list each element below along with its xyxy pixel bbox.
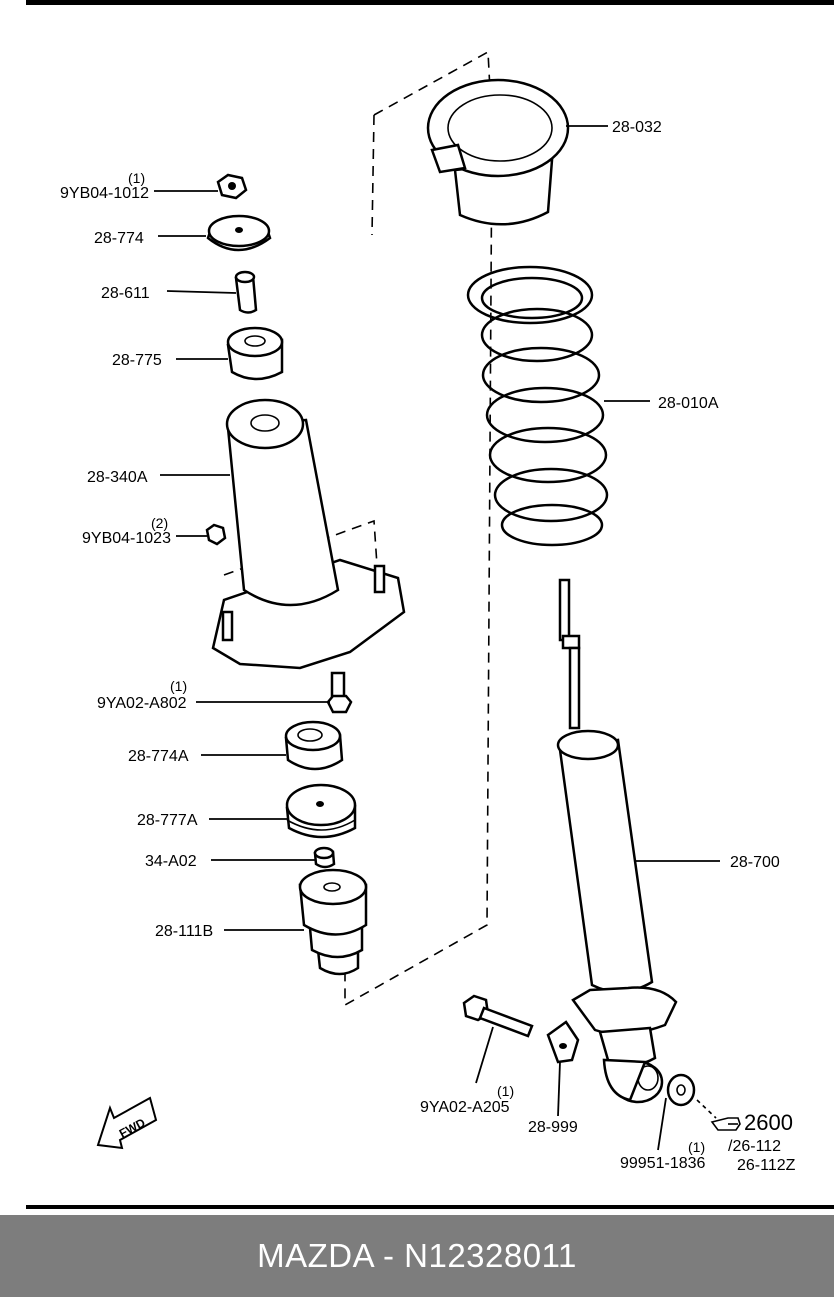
footer-bar: MAZDA - N12328011 [0, 1215, 834, 1297]
bump-stop-111b-drawing [298, 868, 368, 976]
label-28-010a: 28-010A [658, 395, 719, 412]
rubber-775-drawing [226, 326, 284, 381]
qty-9yb04-1023: (2) [151, 515, 168, 531]
label-28-775: 28-775 [112, 352, 162, 369]
collar-34a02-drawing [313, 846, 336, 869]
dashed-guide [371, 114, 375, 236]
fwd-arrow-icon: FWD [96, 1096, 158, 1150]
part-number-caption: MAZDA - N12328011 [257, 1237, 577, 1274]
label-9ya02-a802: 9YA02-A802 [97, 695, 187, 712]
bolt-a802-drawing [326, 671, 353, 714]
bushing-774a-drawing [284, 720, 344, 771]
collar-611-drawing [234, 270, 258, 314]
qty-9ya02-a205: (1) [497, 1083, 514, 1099]
exploded-parts-diagram: 28-032 (1) 9YB04-1012 28-774 28-611 28-7… [26, 0, 834, 1209]
label-28-999: 28-999 [528, 1119, 578, 1136]
label-28-611: 28-611 [101, 285, 150, 302]
bolt-a205-drawing [462, 994, 534, 1038]
label-9ya02-a205: 9YA02-A205 [420, 1099, 510, 1116]
reference-line-1: /26-112 [728, 1138, 781, 1155]
assembly-dashed-outline [344, 50, 493, 1007]
label-99951-1836: 99951-1836 [620, 1155, 706, 1172]
reference-line-2: 26-112Z [737, 1157, 796, 1174]
reference-page-number: 2600 [744, 1110, 793, 1135]
label-28-032: 28-032 [612, 119, 662, 136]
label-28-774a: 28-774A [128, 748, 189, 765]
qty-9yb04-1012: (1) [128, 170, 145, 186]
top-border [26, 0, 834, 5]
qty-99951-1836: (1) [688, 1139, 705, 1155]
label-28-777a: 28-777A [137, 812, 198, 829]
nut-1023-drawing [205, 523, 227, 546]
label-28-111b: 28-111B [155, 923, 213, 940]
label-28-700: 28-700 [730, 854, 780, 871]
leader-lines [154, 125, 720, 1151]
mount-777a-drawing [285, 783, 357, 839]
coil-spring-010a-drawing [466, 265, 609, 547]
washer-774-drawing [206, 214, 272, 252]
mount-340a-drawing [211, 398, 406, 670]
shock-absorber-700-drawing [556, 578, 678, 1104]
bracket-999-drawing [546, 1020, 580, 1064]
spring-seat-drawing [426, 78, 570, 226]
pointing-hand-icon [710, 1117, 741, 1131]
label-28-340a: 28-340A [87, 469, 148, 486]
qty-9ya02-a802: (1) [170, 678, 187, 694]
label-9yb04-1012: 9YB04-1012 [60, 185, 149, 202]
label-9yb04-1023: 9YB04-1023 [82, 530, 171, 547]
nut-1012-drawing [216, 173, 248, 200]
washer-1836-drawing [666, 1073, 696, 1107]
label-28-774: 28-774 [94, 230, 144, 247]
bottom-border [26, 1205, 834, 1209]
label-34-a02: 34-A02 [145, 853, 197, 870]
cross-reference[interactable]: 2600 /26-112 26-112Z [710, 1110, 796, 1174]
